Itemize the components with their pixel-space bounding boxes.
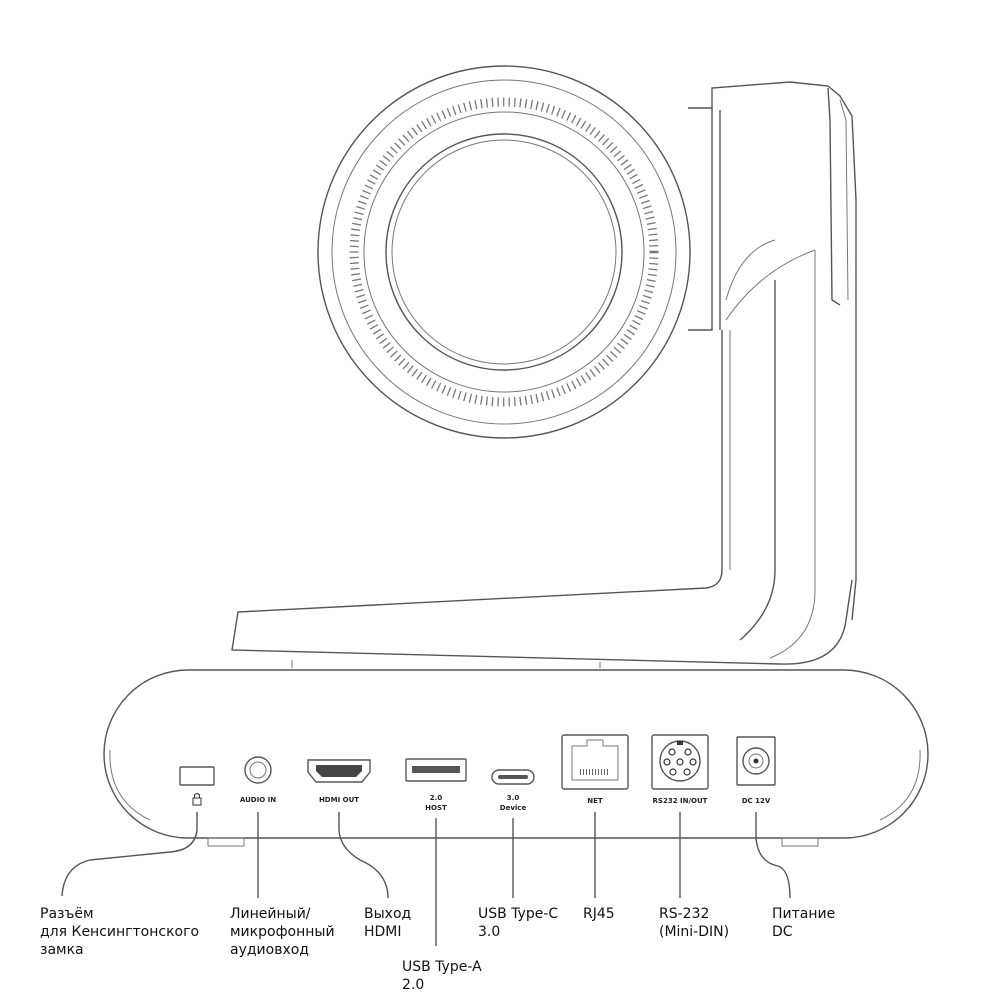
rj45-port-icon (571, 739, 619, 781)
callout-usb-a-line-1: USB Type-A (402, 959, 482, 975)
callout-usb-c: USB Type-C 3.0 (478, 906, 558, 940)
hdmi-out-label: HDMI OUT (319, 796, 359, 804)
usb-a-port: 2.0 HOST (405, 758, 467, 812)
callout-usb-c-line-1: USB Type-C (478, 906, 558, 922)
mini-din-port-icon (659, 740, 701, 782)
dc-jack-icon (742, 747, 770, 775)
callout-rs232-line-2: (Mini-DIN) (659, 924, 729, 940)
vent-ring (349, 97, 659, 407)
lens (385, 133, 623, 371)
callout-rj45-line-1: RJ45 (583, 906, 615, 922)
callout-audio-line-3: аудиовход (230, 942, 309, 958)
lock-icon (192, 793, 202, 806)
camera-head (317, 65, 857, 621)
callout-hdmi: Выход HDMI (364, 906, 411, 940)
usb-a-port-icon (405, 758, 467, 782)
callout-audio-line-1: Линейный/ (230, 906, 311, 922)
net-label: NET (587, 797, 603, 805)
base-body (103, 669, 929, 839)
callout-audio-line-2: микрофонный (230, 924, 335, 940)
callout-rs232-line-1: RS-232 (659, 906, 709, 922)
callout-kensington: Разъём для Кенсингтонского замка (40, 906, 199, 958)
callout-lines (61, 812, 791, 946)
camera-head-outer (317, 65, 691, 439)
callout-kensington-line-1: Разъём (40, 906, 94, 922)
callout-hdmi-line-2: HDMI (364, 924, 402, 940)
callout-dc-line-2: DC (772, 924, 793, 940)
usb-c-label-1: 3.0 (507, 794, 520, 802)
camera-stand (231, 239, 853, 668)
callout-usb-a-line-2: 2.0 (402, 977, 424, 993)
dc-port: DC 12V (736, 736, 776, 805)
net-port: NET (561, 734, 629, 805)
callout-dc: Питание DC (772, 906, 835, 940)
callout-audio: Линейный/ микрофонный аудиовход (230, 906, 335, 958)
rs232-label: RS232 IN/OUT (653, 797, 708, 805)
callout-rj45: RJ45 (583, 906, 615, 922)
hdmi-port-icon (307, 759, 371, 783)
kensington-slot (179, 766, 215, 806)
audio-in-port: AUDIO IN (240, 756, 276, 804)
callout-kensington-line-2: для Кенсингтонского (40, 924, 199, 940)
audio-in-label: AUDIO IN (240, 796, 276, 804)
usb-a-label-1: 2.0 (430, 794, 443, 802)
usb-a-label-2: HOST (425, 804, 447, 812)
callout-usb-a: USB Type-A 2.0 (402, 959, 482, 993)
callout-usb-c-line-2: 3.0 (478, 924, 500, 940)
usb-c-port: 3.0 Device (491, 769, 535, 812)
callout-dc-line-1: Питание (772, 906, 835, 922)
callout-hdmi-line-1: Выход (364, 906, 411, 922)
usb-c-label-2: Device (500, 804, 527, 812)
camera-base (103, 669, 929, 847)
audio-jack-icon (244, 756, 272, 784)
hdmi-out-port: HDMI OUT (307, 759, 371, 804)
usb-c-port-icon (491, 769, 535, 785)
callout-kensington-line-3: замка (40, 942, 84, 958)
callout-rs232: RS-232 (Mini-DIN) (659, 906, 729, 940)
rs232-port: RS232 IN/OUT (651, 734, 709, 805)
dc-label: DC 12V (742, 797, 771, 805)
